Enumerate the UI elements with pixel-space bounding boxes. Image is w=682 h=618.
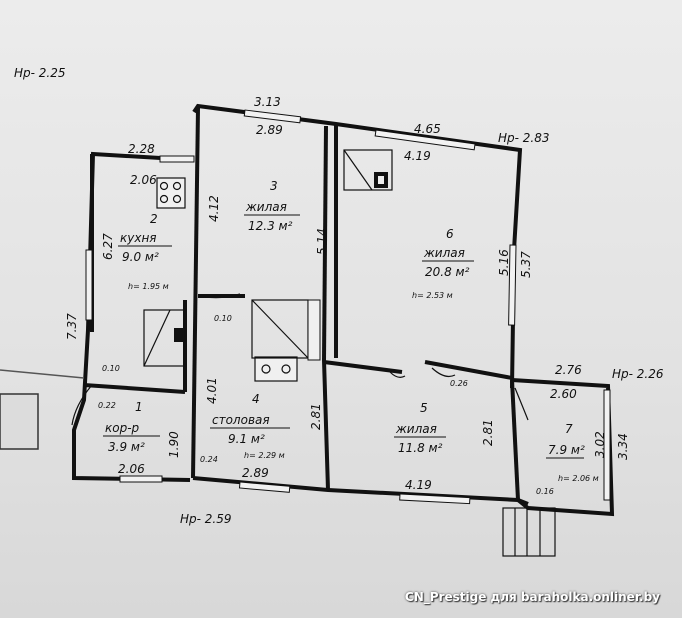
svg-text:кор-р: кор-р (105, 421, 140, 435)
dim-2-28: 2.28 (128, 142, 155, 156)
svg-text:h= 2.06 м: h= 2.06 м (558, 474, 599, 483)
dim-5-16: 5.16 (497, 249, 511, 276)
svg-text:кухня: кухня (120, 231, 157, 245)
dim-2-76: 2.76 (555, 363, 582, 377)
svg-text:12.3 м²: 12.3 м² (248, 219, 293, 233)
room-1: 1 кор-р 3.9 м² (103, 400, 160, 454)
svg-text:3.9 м²: 3.9 м² (108, 440, 145, 454)
dim-0-10-a: 0.10 (102, 364, 120, 373)
window-corridor (119, 475, 163, 483)
dim-3-02: 3.02 (593, 431, 607, 458)
svg-text:2: 2 (150, 212, 158, 226)
svg-text:7: 7 (565, 422, 573, 436)
heater-room6 (343, 149, 393, 191)
dim-5-14: 5.14 (315, 228, 329, 255)
svg-text:h= 2.53 м: h= 2.53 м (412, 291, 453, 300)
svg-text:3: 3 (270, 179, 278, 193)
wall-room5-room7 (510, 379, 520, 501)
wall-room6-bottom-right (424, 360, 513, 380)
dim-0-10-b: 0.10 (214, 314, 232, 323)
svg-text:9.0 м²: 9.0 м² (122, 250, 159, 264)
svg-text:столовая: столовая (212, 413, 270, 427)
heater-room3 (251, 299, 321, 361)
wall-corridor-top (83, 383, 186, 394)
stove-kitchen (156, 177, 186, 209)
dim-3-13: 3.13 (254, 95, 281, 109)
level-top-right: Нр- 2.83 (498, 131, 550, 145)
dim-2-89-top: 2.89 (256, 123, 283, 137)
dim-7-37: 7.37 (65, 313, 79, 340)
room-3: 3 жилая 12.3 м² (244, 179, 300, 233)
dim-0-26: 0.26 (450, 379, 468, 388)
room-7: 7 7.9 м² h= 2.06 м (546, 422, 599, 483)
dim-0-22: 0.22 (98, 401, 116, 410)
svg-text:5: 5 (420, 401, 428, 415)
window-room6-top (374, 129, 476, 151)
dim-5-37: 5.37 (519, 251, 533, 278)
svg-text:9.1 м²: 9.1 м² (228, 432, 265, 446)
wall-room3-left (191, 107, 200, 479)
dim-2-89-bottom: 2.89 (242, 466, 269, 480)
window-kitchen (159, 155, 195, 163)
dim-6-27: 6.27 (101, 233, 115, 260)
dim-3-34: 3.34 (616, 433, 630, 460)
dim-4-19-bottom: 4.19 (405, 478, 432, 492)
dim-4-65: 4.65 (414, 122, 441, 136)
wall-room7 (511, 378, 615, 517)
svg-text:h= 2.29 м: h= 2.29 м (244, 451, 285, 460)
room-4: 4 столовая 9.1 м² h= 2.29 м (210, 392, 290, 460)
svg-text:h= 1.95 м: h= 1.95 м (128, 282, 169, 291)
dim-2-81-left: 2.81 (309, 403, 323, 430)
level-bottom: Нр- 2.59 (180, 512, 232, 526)
windows (85, 109, 611, 505)
dim-4-12: 4.12 (207, 195, 221, 222)
dim-2-06-bottom: 2.06 (118, 462, 145, 476)
door-swings (71, 293, 529, 426)
dim-0-16: 0.16 (536, 487, 554, 496)
watermark: CN_Prestige для baraholka.onliner.by (404, 590, 660, 604)
dim-1-90: 1.90 (167, 431, 181, 458)
dim-0-24: 0.24 (200, 455, 218, 464)
svg-text:7.9 м²: 7.9 м² (548, 443, 585, 457)
level-top-left: Нр- 2.25 (14, 66, 66, 80)
dim-4-19-top: 4.19 (404, 149, 431, 163)
svg-text:жилая: жилая (395, 422, 437, 436)
dim-2-06-top: 2.06 (130, 173, 157, 187)
dimension-labels: 3.13 2.89 4.65 4.19 2.28 2.06 2.76 2.60 … (65, 95, 630, 496)
dim-2-60: 2.60 (550, 387, 577, 401)
window-room6-right (508, 244, 517, 326)
room-2: 2 кухня 9.0 м² h= 1.95 м (118, 212, 172, 291)
level-right: Нр- 2.26 (612, 367, 664, 381)
porch-steps (502, 507, 556, 557)
window-room4 (238, 481, 291, 493)
room-5: 5 жилая 11.8 м² (394, 401, 446, 455)
window-kitchen-left (85, 249, 93, 321)
svg-text:жилая: жилая (245, 200, 287, 214)
svg-text:11.8 м²: 11.8 м² (398, 441, 443, 455)
svg-text:1: 1 (135, 400, 143, 414)
dim-4-01: 4.01 (205, 377, 219, 404)
window-room7 (603, 389, 611, 501)
svg-text:жилая: жилая (423, 246, 465, 260)
room-6: 6 жилая 20.8 м² h= 2.53 м (412, 227, 474, 300)
svg-text:4: 4 (252, 392, 260, 406)
stove-dining (254, 356, 298, 382)
wall-room6-bottom (323, 360, 403, 374)
entry-left (0, 369, 85, 450)
wall-room4-room5 (322, 359, 330, 491)
window-room3 (243, 109, 302, 124)
heater-kitchen (143, 309, 185, 367)
wall-room3-right (322, 125, 328, 361)
svg-text:20.8 м²: 20.8 м² (425, 265, 470, 279)
svg-text:6: 6 (446, 227, 454, 241)
window-room5 (399, 493, 471, 505)
dim-2-81-right: 2.81 (481, 419, 495, 446)
